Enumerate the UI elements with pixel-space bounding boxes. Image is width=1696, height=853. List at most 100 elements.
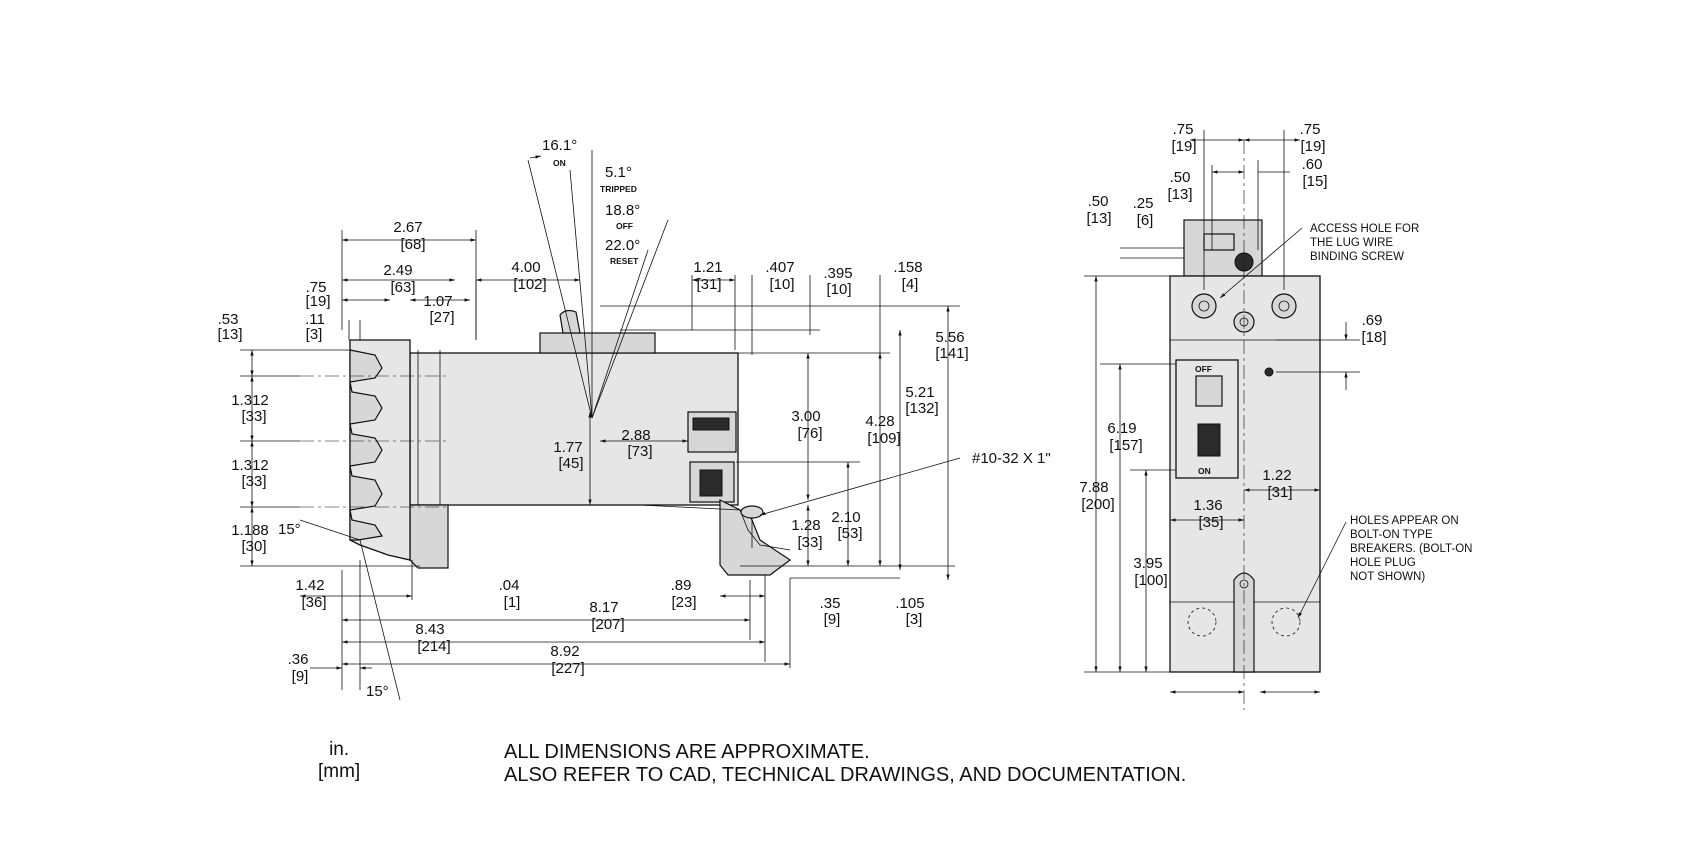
cover-cap: [539, 332, 656, 354]
svg-text:.53: .53: [218, 311, 239, 328]
svg-text:[13]: [13]: [1167, 186, 1192, 203]
svg-text:[109]: [109]: [867, 430, 900, 447]
svg-text:.50: .50: [1088, 193, 1109, 210]
svg-text:4.28: 4.28: [865, 413, 894, 430]
svg-text:1.21: 1.21: [693, 259, 722, 276]
svg-text:[214]: [214]: [417, 638, 450, 655]
svg-text:[18]: [18]: [1361, 329, 1386, 346]
front-view: OFF ON: [1079, 121, 1472, 710]
svg-text:[1]: [1]: [504, 594, 521, 611]
svg-text:[68]: [68]: [400, 236, 425, 253]
svg-text:BINDING SCREW: BINDING SCREW: [1310, 251, 1404, 263]
svg-text:1.42: 1.42: [295, 577, 324, 594]
breaker-body: [409, 352, 739, 506]
svg-text:[27]: [27]: [429, 309, 454, 326]
svg-text:HOLES APPEAR ON: HOLES APPEAR ON: [1350, 515, 1459, 527]
side-view: 16.1° ON 5.1° TRIPPED 18.8° OFF 22.0° RE…: [217, 137, 1051, 701]
angle-off-label: OFF: [616, 221, 633, 231]
angle-off-value: 18.8°: [605, 202, 640, 219]
handle-label-top: OFF: [1195, 364, 1212, 374]
units-mm: [mm]: [318, 761, 361, 782]
svg-text:3.95: 3.95: [1133, 555, 1162, 572]
svg-text:.25: .25: [1133, 195, 1154, 212]
svg-text:[31]: [31]: [1267, 484, 1292, 501]
svg-text:6.19: 6.19: [1107, 420, 1136, 437]
angle-tripped-value: 5.1°: [605, 164, 632, 181]
operating-handle: [559, 309, 581, 334]
svg-text:.36: .36: [288, 651, 309, 668]
svg-text:.105: .105: [895, 595, 924, 612]
svg-text:[13]: [13]: [1086, 210, 1111, 227]
svg-text:.69: .69: [1362, 312, 1383, 329]
angle-on-value: 16.1°: [542, 137, 577, 154]
svg-text:8.17: 8.17: [589, 599, 618, 616]
svg-text:2.88: 2.88: [621, 427, 650, 444]
svg-text:[9]: [9]: [292, 668, 309, 685]
svg-text:[6]: [6]: [1137, 212, 1154, 229]
svg-text:[23]: [23]: [671, 594, 696, 611]
svg-text:2.10: 2.10: [831, 509, 860, 526]
svg-text:[19]: [19]: [1300, 138, 1325, 155]
svg-text:ACCESS HOLE FOR: ACCESS HOLE FOR: [1310, 223, 1419, 235]
angle-on-label: ON: [553, 158, 566, 168]
svg-text:[53]: [53]: [837, 525, 862, 542]
svg-text:5.56: 5.56: [935, 329, 964, 346]
angle-tripped-label: TRIPPED: [600, 184, 637, 194]
svg-text:8.92: 8.92: [550, 643, 579, 660]
bolt-on-note: HOLES APPEAR ON BOLT-ON TYPE BREAKERS. (…: [1350, 515, 1472, 583]
svg-text:[73]: [73]: [627, 443, 652, 460]
svg-text:BREAKERS. (BOLT-ON: BREAKERS. (BOLT-ON: [1350, 543, 1472, 555]
svg-text:2.67: 2.67: [393, 219, 422, 236]
bolt-on-hole: [1187, 607, 1217, 637]
svg-text:[3]: [3]: [306, 326, 323, 343]
handle-label-bottom: ON: [1198, 466, 1211, 476]
svg-text:[4]: [4]: [902, 276, 919, 293]
mounting-screw: [740, 505, 764, 519]
rail-bracket: [639, 504, 791, 551]
lug-fins: [349, 349, 383, 541]
svg-text:.04: .04: [499, 577, 520, 594]
svg-text:HOLE PLUG: HOLE PLUG: [1350, 557, 1416, 569]
svg-text:.11: .11: [305, 311, 325, 328]
svg-text:[76]: [76]: [797, 425, 822, 442]
svg-text:1.312: 1.312: [231, 392, 269, 409]
svg-text:.75: .75: [1173, 121, 1194, 138]
svg-text:.407: .407: [765, 259, 794, 276]
lug-angle-b: 15°: [366, 683, 389, 700]
handle-toggle: [1197, 423, 1221, 457]
svg-text:3.00: 3.00: [791, 408, 820, 425]
svg-text:[36]: [36]: [301, 594, 326, 611]
svg-text:.50: .50: [1170, 169, 1191, 186]
svg-text:[157]: [157]: [1109, 437, 1142, 454]
mounting-foot: [409, 504, 449, 569]
side-dimension-labels: 2.67 [68] 2.49 [63] .75 [19] .11 [3] 1.0…: [217, 219, 968, 685]
svg-text:[141]: [141]: [935, 345, 968, 362]
svg-text:.158: .158: [893, 259, 922, 276]
svg-text:[10]: [10]: [826, 281, 851, 298]
angle-reset-value: 22.0°: [605, 237, 640, 254]
svg-text:[9]: [9]: [824, 611, 841, 628]
svg-text:[31]: [31]: [696, 276, 721, 293]
svg-text:[10]: [10]: [769, 276, 794, 293]
terminal-block: [692, 417, 730, 431]
front-dimension-labels: .75 [19] .75 [19] .50 [13] .60 [15] .50 …: [1079, 121, 1386, 589]
svg-text:.75: .75: [306, 279, 327, 296]
svg-text:8.43: 8.43: [415, 621, 444, 638]
svg-text:[35]: [35]: [1198, 514, 1223, 531]
svg-text:1.312: 1.312: [231, 457, 269, 474]
svg-text:.89: .89: [671, 577, 692, 594]
note-refer-cad: ALSO REFER TO CAD, TECHNICAL DRAWINGS, A…: [504, 764, 1187, 786]
svg-text:5.21: 5.21: [905, 384, 934, 401]
svg-text:[3]: [3]: [906, 611, 923, 628]
svg-text:.395: .395: [823, 265, 852, 282]
access-hole-note: ACCESS HOLE FOR THE LUG WIRE BINDING SCR…: [1310, 223, 1419, 263]
svg-text:[102]: [102]: [513, 276, 546, 293]
svg-text:1.07: 1.07: [423, 293, 452, 310]
screw-callout: #10-32 X 1": [972, 450, 1051, 467]
svg-text:[132]: [132]: [905, 400, 938, 417]
svg-text:[33]: [33]: [241, 473, 266, 490]
svg-text:[15]: [15]: [1302, 173, 1327, 190]
svg-text:[30]: [30]: [241, 538, 266, 555]
svg-text:[33]: [33]: [797, 534, 822, 551]
svg-text:4.00: 4.00: [511, 259, 540, 276]
